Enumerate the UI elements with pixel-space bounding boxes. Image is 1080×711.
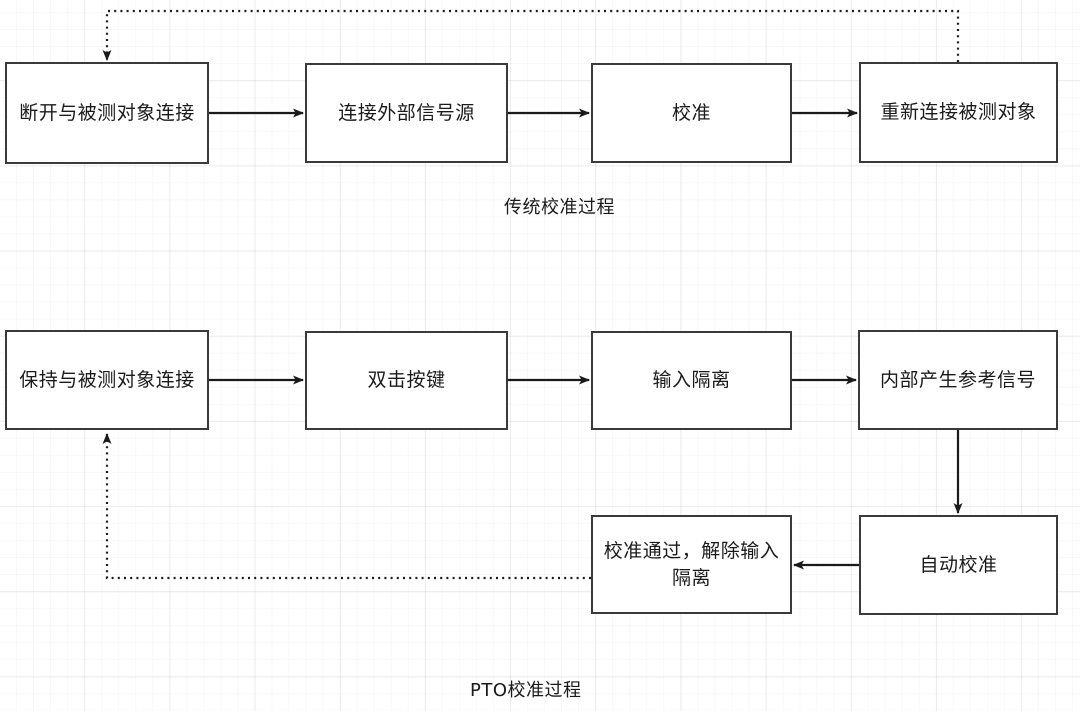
node-label: 内部产生参考信号 [879, 368, 1036, 391]
edge-t4-t1-feedback [102, 9, 960, 62]
node-double-click-key[interactable]: 双击按键 [305, 331, 508, 430]
node-label: 双击按键 [367, 369, 446, 392]
node-label: 输入隔离 [652, 369, 731, 392]
node-label: 保持与被测对象连接 [19, 368, 195, 391]
node-calibrate[interactable]: 校准 [591, 63, 792, 163]
node-label: 重新连接被测对象 [880, 101, 1037, 124]
node-connect-external-source[interactable]: 连接外部信号源 [305, 63, 508, 163]
node-reconnect-dut[interactable]: 重新连接被测对象 [859, 62, 1058, 163]
node-label: 自动校准 [919, 553, 998, 576]
node-label: 断开与被测对象连接 [19, 101, 195, 124]
caption-pto-process: PTO校准过程 [470, 680, 582, 701]
node-label: 校准通过，解除输入 隔离 [603, 539, 780, 589]
node-keep-dut-connected[interactable]: 保持与被测对象连接 [5, 330, 209, 430]
edge-b6-b1-feedback [102, 433, 591, 580]
node-internal-reference-signal[interactable]: 内部产生参考信号 [858, 330, 1058, 430]
node-disconnect-dut[interactable]: 断开与被测对象连接 [5, 62, 209, 164]
caption-traditional-process: 传统校准过程 [504, 197, 615, 218]
node-label: 校准 [671, 101, 711, 124]
node-auto-calibration[interactable]: 自动校准 [859, 515, 1058, 615]
node-label: 连接外部信号源 [338, 101, 475, 124]
node-input-isolation[interactable]: 输入隔离 [591, 331, 792, 430]
node-calibration-passed-release-isolation[interactable]: 校准通过，解除输入 隔离 [591, 515, 792, 614]
